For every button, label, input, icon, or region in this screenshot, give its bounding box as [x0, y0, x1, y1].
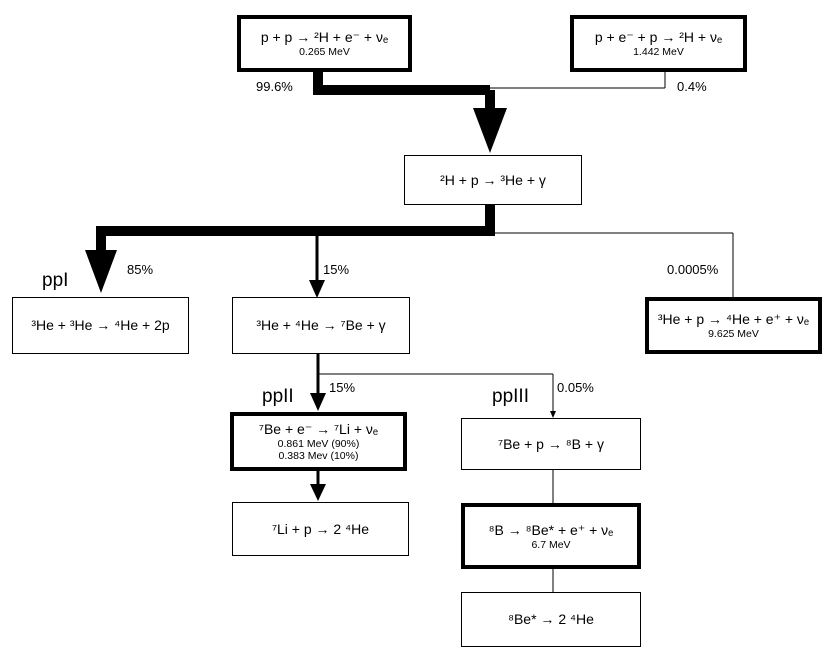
pp-branch-percent: 99.6%: [256, 79, 293, 94]
pep-reaction-equation: p + e⁻ + p → ²H + νₑ: [594, 29, 723, 45]
hep-reaction-box: ³He + p → ⁴He + e⁺ + νₑ 9.625 MeV: [645, 297, 822, 354]
ppI-chain-label: ppI: [42, 270, 69, 291]
pp-reaction-box: p + p → ²H + e⁻ + νₑ 0.265 MeV: [237, 15, 412, 72]
hep-branch-percent: 0.0005%: [667, 262, 719, 277]
ppII-branch-percent: 15%: [329, 380, 356, 395]
be8-decay-equation: ⁸Be* → 2 ⁴He: [508, 611, 594, 627]
pep-reaction-energy: 1.442 MeV: [633, 46, 684, 58]
be7-electron-capture-equation: ⁷Be + e⁻ → ⁷Li + νₑ: [258, 421, 379, 437]
b8-decay-box: ⁸B → ⁸Be* + e⁺ + νₑ 6.7 MeV: [461, 503, 641, 569]
be7-proton-equation: ⁷Be + p → ⁸B + γ: [498, 435, 604, 452]
pep-reaction-box: p + e⁻ + p → ²H + νₑ 1.442 MeV: [570, 15, 747, 72]
ppII-arrowhead: [310, 393, 326, 411]
he4-arrowhead: [309, 280, 325, 298]
pp-reaction-equation: p + p → ²H + e⁻ + νₑ: [260, 29, 389, 45]
he3-he4-equation: ³He + ⁴He → ⁷Be + γ: [256, 317, 386, 333]
he3-he3-equation: ³He + ³He → ⁴He + 2p: [31, 317, 170, 333]
hep-reaction-energy: 9.625 MeV: [708, 328, 759, 340]
be8-decay-box: ⁸Be* → 2 ⁴He: [461, 592, 641, 647]
b8-decay-energy: 6.7 MeV: [531, 538, 571, 551]
b8-decay-equation: ⁸B → ⁸Be* + e⁺ + νₑ: [488, 521, 614, 538]
ppIII-arrowhead: [550, 411, 556, 418]
he3-he3-box: ³He + ³He → ⁴He + 2p: [12, 297, 189, 354]
pep-branch-percent: 0.4%: [677, 79, 707, 94]
be7-electron-capture-box: ⁷Be + e⁻ → ⁷Li + νₑ 0.861 MeV (90%) 0.38…: [230, 412, 407, 471]
hep-reaction-equation: ³He + p → ⁴He + e⁺ + νₑ: [657, 311, 810, 327]
deuterium-proton-equation: ²H + p → ³He + γ: [440, 171, 546, 188]
ppI-branch-percent: 85%: [127, 262, 154, 277]
li7-proton-equation: ⁷Li + p → 2 ⁴He: [271, 520, 370, 537]
deuterium-proton-box: ²H + p → ³He + γ: [404, 155, 582, 205]
ppIII-branch-percent: 0.05%: [557, 380, 594, 395]
be7-proton-box: ⁷Be + p → ⁸B + γ: [461, 418, 641, 470]
be7-electron-capture-energy-1: 0.861 MeV (90%): [277, 438, 360, 450]
ppII-chain-label: ppII: [262, 386, 294, 407]
be7-electron-capture-energy-2: 0.383 Mev (10%): [278, 450, 359, 462]
deuterium-arrowhead: [473, 108, 507, 153]
pp-reaction-energy: 0.265 MeV: [299, 46, 350, 58]
be7e-arrowhead: [310, 484, 326, 501]
li7-proton-box: ⁷Li + p → 2 ⁴He: [232, 502, 409, 556]
he3-he4-box: ³He + ⁴He → ⁷Be + γ: [232, 297, 410, 354]
ppI-arrowhead: [85, 250, 117, 293]
ppIII-chain-label: ppIII: [492, 386, 529, 407]
he4-branch-percent: 15%: [323, 262, 350, 277]
